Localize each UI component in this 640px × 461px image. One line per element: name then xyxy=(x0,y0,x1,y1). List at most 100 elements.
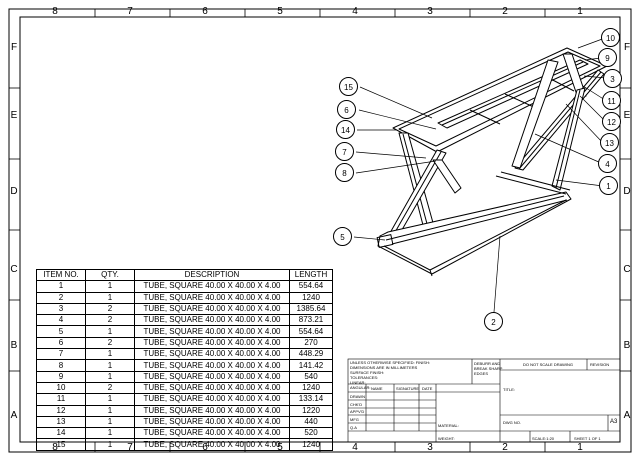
date-column-label: DATE xyxy=(422,386,433,391)
bom-qty: 1 xyxy=(85,291,135,304)
frame-illustration xyxy=(376,47,608,277)
bom-description: TUBE, SQUARE 40.00 X 40.00 X 4.00 xyxy=(134,393,290,406)
note-line: LINEAR: xyxy=(350,380,366,385)
deburr-note: DEBURR AND BREAK SHARP EDGES xyxy=(474,361,502,376)
balloon-14: 14 xyxy=(336,120,355,139)
balloon-2: 2 xyxy=(484,312,503,331)
zone-row-label: D xyxy=(10,186,18,197)
bom-item-no: 9 xyxy=(36,370,86,383)
sheet-number-label: SHEET 1 OF 1 xyxy=(574,436,601,441)
zone-column-label: 2 xyxy=(502,442,508,453)
bom-item-no: 8 xyxy=(36,359,86,372)
zone-column-label: 8 xyxy=(52,6,58,17)
bom-description: TUBE, SQUARE 40.00 X 40.00 X 4.00 xyxy=(134,381,290,395)
zone-row-label: C xyxy=(10,264,18,275)
title-label: TITLE: xyxy=(503,387,516,392)
note-line: DIMENSIONS ARE IN MILLIMETERS xyxy=(350,365,418,370)
bom-description: TUBE, SQUARE 40.00 X 40.00 X 4.00 xyxy=(134,291,290,304)
bom-length: 141.42 xyxy=(289,359,333,372)
bom-item-no: 14 xyxy=(36,427,86,440)
deburr-line: BREAK SHARP xyxy=(474,366,503,371)
bom-item-no: 12 xyxy=(36,404,86,417)
bom-qty: 1 xyxy=(85,427,135,440)
balloon-leaders xyxy=(353,37,607,313)
signature-column-label: SIGNATURE xyxy=(396,386,420,391)
bom-description: TUBE, SQUARE 40.00 X 40.00 X 4.00 xyxy=(134,404,290,417)
bom-description: TUBE, SQUARE 40.00 X 40.00 X 4.00 xyxy=(134,348,290,361)
zone-column-label: 6 xyxy=(202,6,208,17)
bom-qty: 1 xyxy=(85,404,135,417)
drawing-number-label: DWG NO. xyxy=(503,420,521,425)
balloon-8: 8 xyxy=(335,163,354,182)
balloon-12: 12 xyxy=(602,112,621,131)
bom-qty: 2 xyxy=(85,381,135,395)
bom-description: TUBE, SQUARE 40.00 X 40.00 X 4.00 xyxy=(134,359,290,372)
zone-column-label: 3 xyxy=(427,442,433,453)
bom-length: 1240 xyxy=(289,291,333,304)
bom-qty: 1 xyxy=(85,325,135,338)
weight-label: WEIGHT: xyxy=(438,436,455,441)
zone-column-label: 3 xyxy=(427,6,433,17)
zone-row-label: B xyxy=(623,340,631,351)
role-mfg: MFG xyxy=(350,417,359,422)
role-checked: CHK'D xyxy=(350,402,363,407)
bom-header-length: LENGTH xyxy=(289,268,333,282)
material-label: MATERIAL: xyxy=(438,423,459,428)
bom-item-no: 10 xyxy=(36,381,86,395)
bom-item-no: 15 xyxy=(36,438,86,451)
bom-header-row: ITEM NO. QTY. DESCRIPTION LENGTH xyxy=(36,268,333,282)
bom-description: TUBE, SQUARE 40.00 X 40.00 X 4.00 xyxy=(134,325,290,338)
bom-item-no: 4 xyxy=(36,314,86,327)
role-drawn: DRAWN xyxy=(350,394,365,399)
zone-row-label: E xyxy=(10,110,18,121)
bom-item-no: 3 xyxy=(36,302,86,316)
bom-item-no: 5 xyxy=(36,325,86,338)
title-block-notes: UNLESS OTHERWISE SPECIFIED: FINISH: DIME… xyxy=(350,360,430,390)
bom-header-qty: QTY. xyxy=(85,268,135,282)
bom-description: TUBE, SQUARE 40.00 X 40.00 X 4.00 xyxy=(134,370,290,383)
bom-qty: 1 xyxy=(85,438,135,451)
zone-column-label: 4 xyxy=(352,6,358,17)
balloon-4: 4 xyxy=(598,154,617,173)
balloon-13: 13 xyxy=(600,133,619,152)
balloon-9: 9 xyxy=(598,48,617,67)
bom-header-item-no: ITEM NO. xyxy=(36,268,86,282)
bom-qty: 1 xyxy=(85,348,135,361)
sheet-size: A3 xyxy=(610,419,618,425)
zone-row-label: D xyxy=(623,186,631,197)
bom-item-no: 2 xyxy=(36,291,86,304)
bom-length: 1385.64 xyxy=(289,302,333,316)
bom-length: 520 xyxy=(289,427,333,440)
bom-description: TUBE, SQUARE 40.00 X 40.00 X 4.00 xyxy=(134,427,290,440)
bom-item-no: 13 xyxy=(36,415,86,429)
name-column-label: NAME xyxy=(371,386,383,391)
note-line: SURFACE FINISH: xyxy=(350,370,385,375)
zone-column-label: 7 xyxy=(127,6,133,17)
bom-item-no: 7 xyxy=(36,348,86,361)
bom-item-no: 6 xyxy=(36,336,86,350)
note-line: TOLERANCES: xyxy=(350,375,379,380)
bom-description: TUBE, SQUARE 40.00 X 40.00 X 4.00 xyxy=(134,438,290,451)
bom-qty: 2 xyxy=(85,314,135,327)
balloon-10: 10 xyxy=(601,28,620,47)
bom-length: 1220 xyxy=(289,404,333,417)
balloon-15: 15 xyxy=(339,77,358,96)
role-qa: Q.A xyxy=(350,425,357,430)
bom-length: 554.64 xyxy=(289,325,333,338)
bom-item-no: 1 xyxy=(36,280,86,293)
zone-row-label: B xyxy=(10,340,18,351)
balloon-6: 6 xyxy=(337,100,356,119)
balloon-5: 5 xyxy=(333,227,352,246)
bom-qty: 1 xyxy=(85,393,135,406)
zone-row-label: F xyxy=(10,42,18,53)
